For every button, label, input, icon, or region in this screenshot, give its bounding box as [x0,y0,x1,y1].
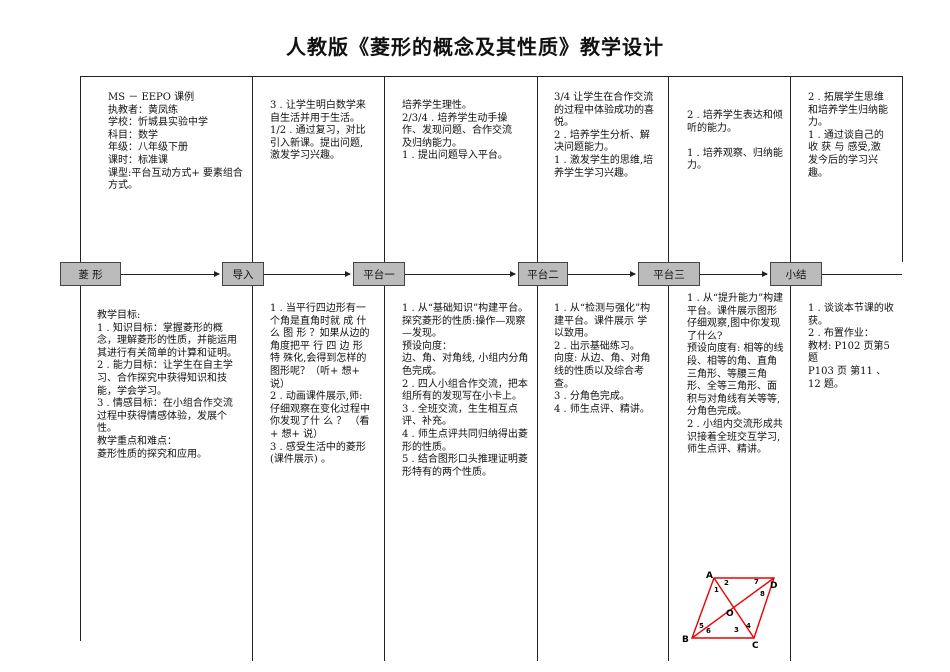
column-divider [790,76,791,262]
top-cell-intro: 3 . 让学生明白数学来自生活并用于生活。 1/2 . 通过复习，对比引入新课。… [270,100,366,162]
angle-7: 7 [754,578,759,586]
column-divider [252,76,253,262]
column-divider [384,76,385,262]
column-divider [790,286,791,661]
column-divider [252,286,253,661]
top-cell-platform-1: 培养学生理性。 2/3/4 . 培养学生动手操作、发现问题、合作交流及归纳能力。… [402,100,512,162]
top-cell-info: MS － EEPO 课例 执教者：黄凤练 学校：忻城县实验中学 科目：数学 年级… [108,92,243,192]
bottom-cell-platform-3: 1 . 从“提升能力”构建平台。课件展示图形 仔细观察,图中你发现了什么? 预设… [687,293,784,456]
column-divider [668,76,669,262]
angle-4: 4 [746,622,751,630]
stage-intro: 导入 [222,262,264,286]
vertex-c: C [752,641,759,650]
vertex-a: A [706,571,713,581]
top-cell-summary: 2 . 拓展学生思维和培养学生归纳能力。 1 . 通过谈自己的 收 获 与 感受… [808,92,888,179]
center-o: O [726,609,734,619]
diagonal-bd [691,577,775,639]
bottom-cell-platform-1: 1 . 从“基础知识”构建平台。 探究菱形的性质:操作—观察—发现。 预设向度：… [402,303,529,478]
top-cell-platform-3: 2 . 培养学生表达和倾听的能力。 1 . 培养观察、归纳能力。 [687,110,783,172]
timeline-arrow [405,271,516,277]
stage-rhombus: 菱 形 [60,262,121,286]
stage-platform-1: 平台一 [353,262,405,286]
column-divider [384,286,385,661]
bottom-cell-intro: 1 . 当平行四边形有一个角是直角时就 成 什 么 图 形 ？如果从边的角度把平… [270,303,370,466]
top-border [80,76,903,77]
bottom-cell-platform-2: 1 . 从“检测与强化”构建平台。课件展示 学以致用。 2 . 出示基础练习。 … [554,303,651,415]
page-title: 人教版《菱形的概念及其性质》教学设计 [286,35,664,59]
angle-8: 8 [760,590,765,598]
column-divider [537,76,538,262]
vertex-b: B [682,635,689,645]
bottom-cell-objectives: 教学目标: 1 . 知识目标：掌握菱形的概念，理解菱形的性质，并能运用其进行有关… [97,310,237,460]
angle-2: 2 [724,579,729,587]
column-divider [80,286,81,641]
stage-platform-3: 平台三 [638,262,700,286]
angle-3: 3 [734,626,739,634]
top-cell-platform-2: 3/4 让学生在合作交流的过程中体验成功的喜悦。 2 . 培养学生分析、解决问题… [554,92,654,179]
timeline-arrow [264,271,351,277]
column-divider [902,76,903,262]
column-divider [80,76,81,262]
angle-6: 6 [706,627,711,635]
timeline-arrow [568,271,636,277]
timeline-tail [822,274,902,275]
bottom-cell-summary: 1 . 谈谈本节课的收获。 2 . 布置作业： 教材: P102 页第5 题 P… [808,303,894,390]
column-divider [668,286,669,661]
rhombus-figure: A B C D O 1 2 3 4 5 6 7 8 [682,571,777,650]
timeline-arrow [121,271,220,277]
timeline-arrow [700,271,768,277]
stage-summary: 小结 [770,262,822,286]
angle-1: 1 [714,586,719,594]
column-divider [537,286,538,661]
angle-5: 5 [699,622,704,630]
vertex-d: D [770,581,777,591]
stage-platform-2: 平台二 [518,262,568,286]
